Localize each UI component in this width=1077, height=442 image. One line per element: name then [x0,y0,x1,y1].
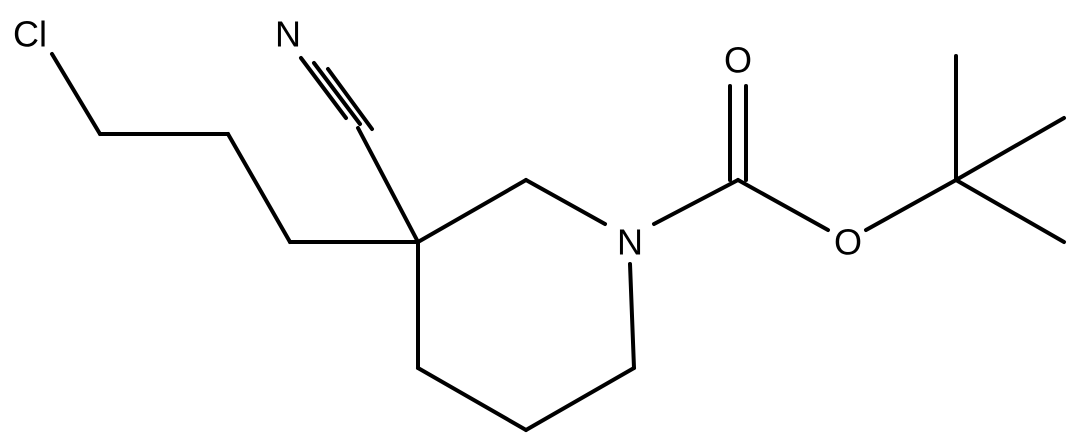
atom-label-n-nitrile: N [275,14,301,55]
bond-carbonyl-c-o [736,178,830,232]
bond-ring-4 [524,366,636,432]
bond-tbutyl-methyl-down [954,178,1066,244]
bond-nitrile-2 [312,61,362,126]
bond-o-tbutyl [864,178,958,232]
bond-ring-3 [628,262,636,370]
atom-label-o-ester: O [834,222,862,263]
atom-label-n-ring: N [617,222,643,263]
bond-ring-1 [416,178,528,244]
bond-quaternary-nitrile-c [356,126,420,244]
bond-tbutyl-methyl-right [954,116,1066,182]
bond-n-carbonyl-c [652,178,740,226]
atom-label-o-carbonyl: O [724,40,752,81]
atom-label-cl: Cl [13,14,47,55]
bond-ring-2 [524,178,607,226]
bond-cl-c1 [50,52,102,136]
bond-ring-5 [416,366,528,432]
bond-c2-c3 [226,132,292,244]
bond-nitrile-1 [299,56,348,120]
bond-nitrile-3 [326,67,374,131]
